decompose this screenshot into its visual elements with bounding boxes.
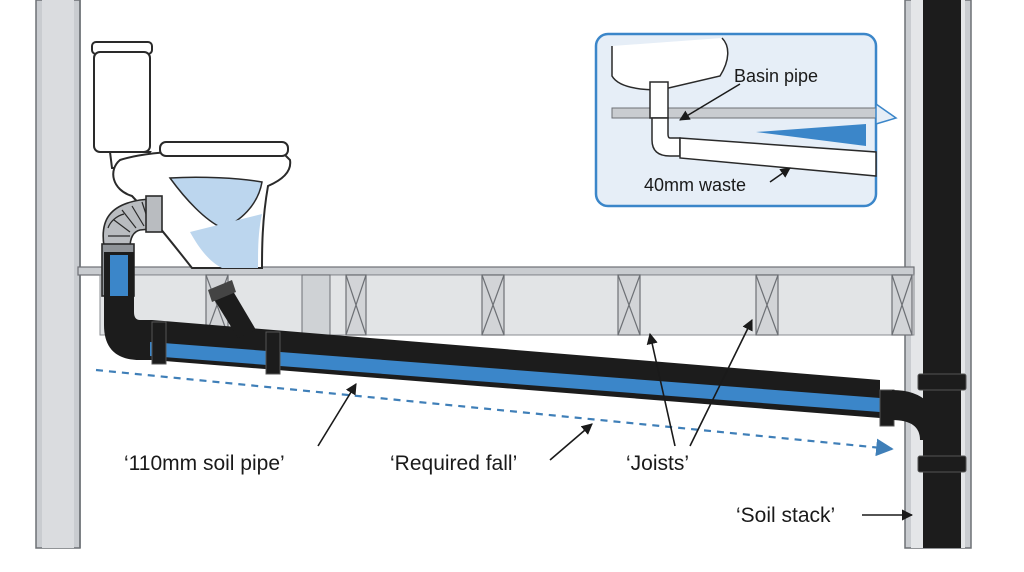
- soil-stack: [917, 0, 967, 548]
- soil-pipe: [104, 252, 895, 427]
- label-basin-pipe: Basin pipe: [734, 66, 819, 86]
- left-wall: [35, 0, 81, 549]
- label-soil-pipe: ‘110mm soil pipe’: [124, 452, 285, 475]
- label-required-fall: ‘Required fall’: [390, 452, 518, 475]
- toilet: [91, 41, 292, 269]
- leader-arrows: [317, 318, 914, 521]
- label-soil-stack: ‘Soil stack’: [736, 504, 836, 527]
- basin-inset: [594, 32, 898, 208]
- required-fall-line: [95, 368, 894, 457]
- label-40mm-waste: 40mm waste: [644, 175, 747, 195]
- label-joists: ‘Joists’: [626, 452, 690, 475]
